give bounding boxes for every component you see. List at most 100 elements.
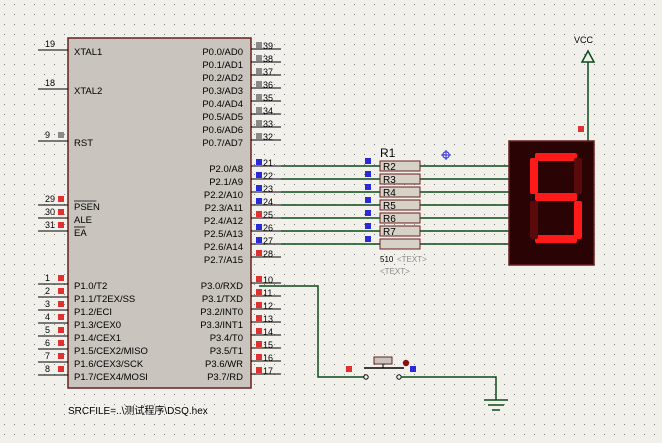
pin-number: 7 [45,351,50,361]
left-pin-5[interactable]: 5P1.4/CEX1 [38,325,121,344]
pin-number: 2 [45,286,50,296]
segment-f [530,158,538,194]
pin-marker [256,276,262,282]
resistor-row-4[interactable]: R5 [379,199,421,212]
pin-marker [256,133,262,139]
pin-number: 23 [263,184,273,194]
resistor-text-small: <TEXT> [397,255,427,264]
pin-label: P2.3/A11 [205,203,243,214]
pin-label: P1.0/T2 [74,281,107,292]
pin-label: P3.1/TXD [202,294,243,305]
pin-marker [58,366,64,372]
button-cap[interactable] [373,356,393,365]
pin-marker [256,341,262,347]
pin-label: P0.0/AD0 [202,47,243,58]
resistor-row-label: R6 [383,214,396,225]
pin-label: P0.4/AD4 [202,99,243,110]
resistor-row-2[interactable]: R3 [379,173,421,186]
segment-g [535,193,577,201]
pin-label: P2.5/A13 [204,229,243,240]
resistor-row-7[interactable] [379,238,421,250]
resistor-row-3[interactable]: R4 [379,186,421,199]
pin-label: RST [74,138,93,149]
pin-marker [256,211,262,217]
pin-marker [256,328,262,334]
pin-label: EA [74,228,87,239]
display-segments [530,153,582,243]
pin-number: 34 [263,106,273,116]
pin-number: 32 [263,132,273,142]
vcc-terminal[interactable]: VCC [574,35,596,141]
resistor-row-label: R4 [383,188,396,199]
resistor-row-label: R3 [383,175,396,186]
left-pin-1[interactable]: 1P1.0/T2 [38,273,107,292]
resistor-row-1[interactable]: R2 [379,160,421,173]
left-pin-8[interactable]: 8P1.7/CEX4/MOSI [38,364,148,383]
resistor-row-5[interactable]: R6 [379,212,421,225]
resistor-row-label: R7 [383,227,396,238]
pin-marker [256,81,262,87]
pin-marker [256,237,262,243]
segment-a [535,153,577,161]
left-pin-2[interactable]: 2P1.1/T2EX/SS [38,286,135,305]
pin-number: 38 [263,54,273,64]
pin-label: P2.7/A15 [204,255,243,266]
push-button-circuit[interactable] [259,285,508,411]
pin-label: P3.5/T1 [210,346,243,357]
seven-segment-display[interactable] [508,140,595,266]
pin-marker [256,159,262,165]
pin-number: 5 [45,325,50,335]
crosshair-marker [441,150,451,160]
right-pin-column: 39P0.0/AD038P0.1/AD137P0.2/AD236P0.3/AD3… [200,41,281,383]
ground-icon [484,399,508,411]
pin-number: 3 [45,299,50,309]
pin-marker [58,222,64,228]
pin-number: 33 [263,119,273,129]
pin-label: P2.4/A12 [204,216,243,227]
pin-number: 19 [45,39,55,49]
left-pin-6[interactable]: 6P1.5/CEX2/MISO [38,338,148,357]
resistor-row-6[interactable]: R7 [379,225,421,238]
pin-marker [58,275,64,281]
left-pin-3[interactable]: 3P1.2/ECI [38,299,112,318]
chip-body[interactable] [67,37,252,389]
resistor-row-label: R5 [383,201,396,212]
pin-label: ALE [74,215,92,226]
left-pin-7[interactable]: 7P1.6/CEX3/SCK [38,351,144,370]
left-pin-4[interactable]: 4P1.3/CEX0 [38,312,121,331]
